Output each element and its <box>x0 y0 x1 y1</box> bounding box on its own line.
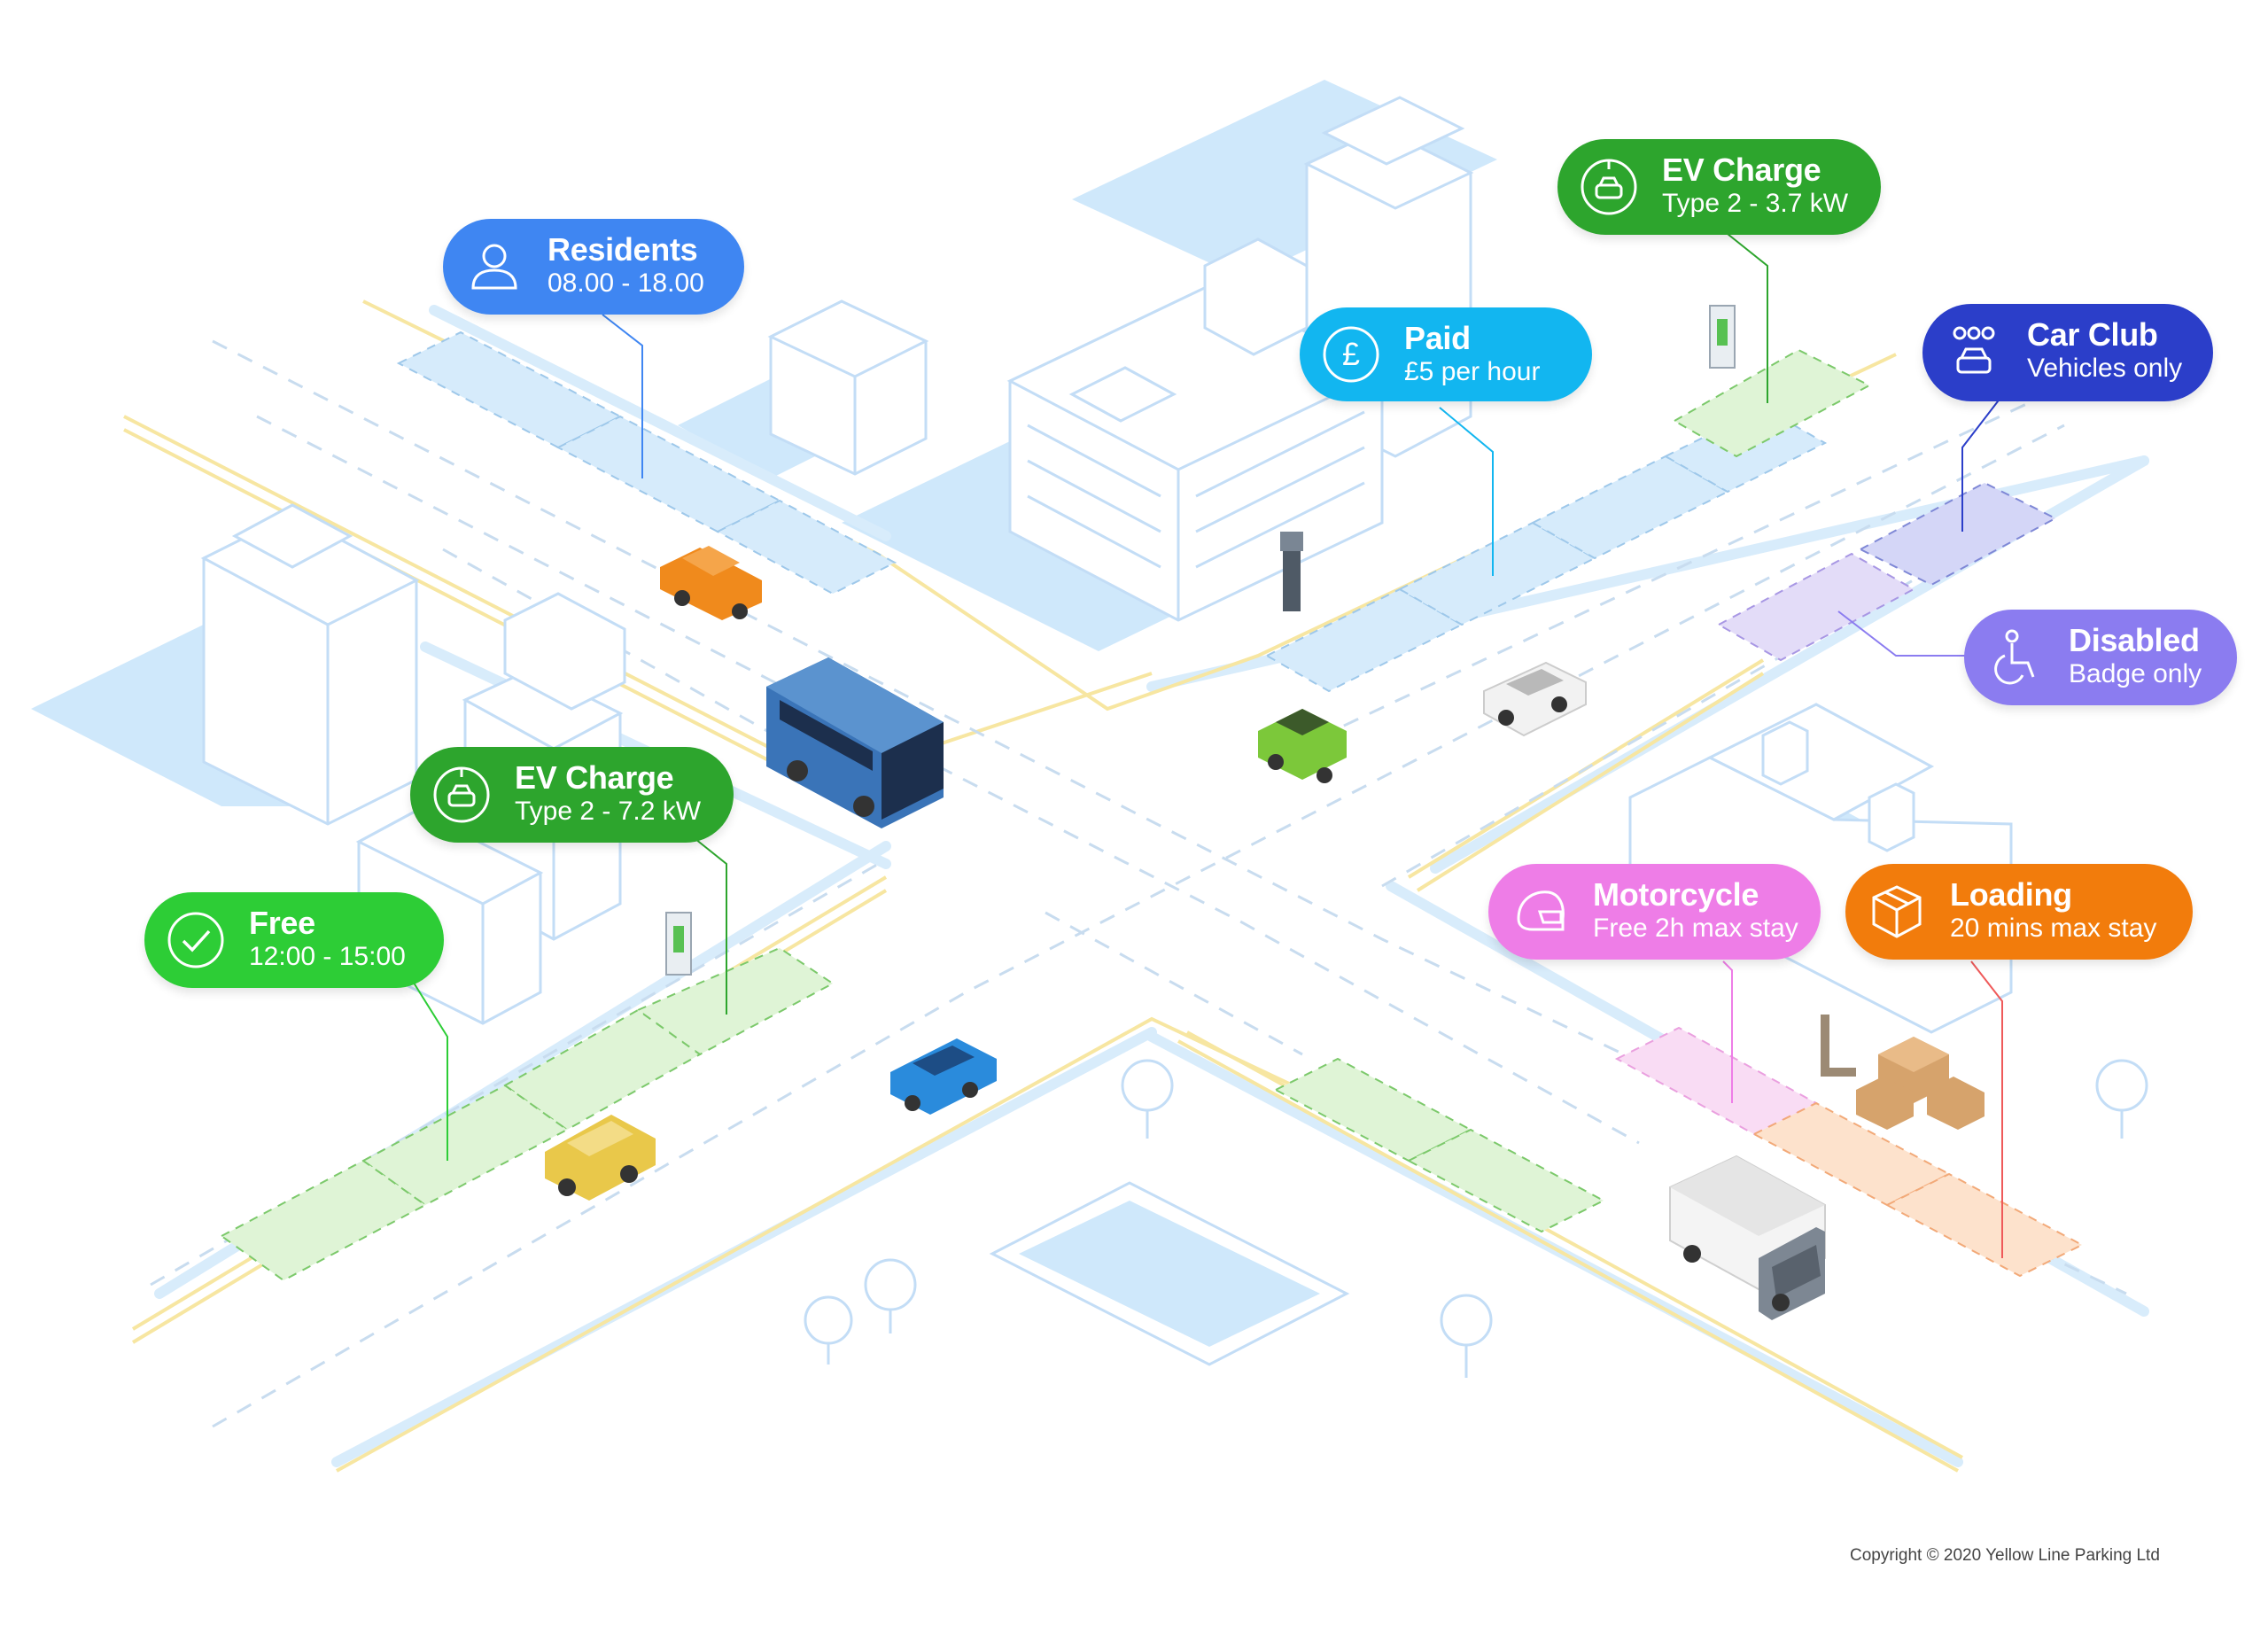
label-subtitle: Free 2h max stay <box>1593 914 1798 943</box>
label-subtitle: 08.00 - 18.00 <box>548 268 704 298</box>
pound-icon: £ <box>1323 326 1379 383</box>
person-icon <box>471 244 517 290</box>
label-disabled[interactable]: Disabled Badge only <box>1964 610 2237 705</box>
label-subtitle: 20 mins max stay <box>1950 914 2157 943</box>
trees <box>804 1059 2148 1378</box>
group-car-icon <box>1953 326 1995 374</box>
label-title: Paid <box>1404 320 1471 356</box>
label-free[interactable]: Free 12:00 - 15:00 <box>144 892 444 988</box>
truck <box>1669 1155 1826 1320</box>
label-loading[interactable]: Loading 20 mins max stay <box>1845 864 2193 960</box>
label-subtitle: Type 2 - 7.2 kW <box>515 797 702 826</box>
parcel-boxes <box>1821 1015 1984 1130</box>
label-subtitle: Vehicles only <box>2027 354 2183 383</box>
ev-charger-icon <box>1709 305 1736 369</box>
bus <box>766 657 944 828</box>
parking-bays <box>220 330 2085 1282</box>
park <box>989 1181 1350 1366</box>
label-subtitle: £5 per hour <box>1404 357 1541 386</box>
label-subtitle: Type 2 - 3.7 kW <box>1662 189 1849 218</box>
label-title: Free <box>249 905 315 941</box>
box-icon <box>1872 885 1922 938</box>
copyright-notice: Copyright © 2020 Yellow Line Parking Ltd <box>1850 1546 2160 1565</box>
label-title: EV Charge <box>1662 152 1821 188</box>
label-residents[interactable]: Residents 08.00 - 18.00 <box>443 219 744 315</box>
label-ev-charge-left[interactable]: EV Charge Type 2 - 7.2 kW <box>410 747 734 843</box>
label-title: Motorcycle <box>1593 876 1759 913</box>
label-car-club[interactable]: Car Club Vehicles only <box>1922 304 2213 401</box>
check-icon <box>167 912 224 968</box>
wheelchair-icon <box>1994 629 2035 685</box>
car-green <box>1258 709 1347 783</box>
car-blue <box>890 1038 997 1115</box>
label-ev-charge-top[interactable]: EV Charge Type 2 - 3.7 kW <box>1557 139 1881 235</box>
buildings <box>200 96 2013 1034</box>
vehicles <box>545 305 1984 1320</box>
ev-charger-icon <box>665 912 692 976</box>
label-title: Car Club <box>2027 316 2158 353</box>
svg-text:£: £ <box>1342 336 1360 372</box>
label-subtitle: Badge only <box>2069 659 2202 688</box>
ev-plug-icon <box>1581 159 1637 215</box>
ev-plug-icon <box>433 766 490 823</box>
label-title: Disabled <box>2069 622 2200 658</box>
label-motorcycle[interactable]: Motorcycle Free 2h max stay <box>1488 864 1821 960</box>
helmet-icon <box>1517 890 1565 931</box>
label-title: Loading <box>1950 876 2072 913</box>
label-paid[interactable]: £ Paid £5 per hour <box>1300 307 1592 401</box>
car-orange <box>660 546 762 620</box>
label-title: Residents <box>548 231 698 268</box>
label-title: EV Charge <box>515 759 674 796</box>
parking-meter-icon <box>1280 532 1303 611</box>
leader-lines <box>402 229 2008 1258</box>
label-subtitle: 12:00 - 15:00 <box>249 942 406 971</box>
car-yellow <box>545 1115 656 1201</box>
car-white <box>1483 661 1587 737</box>
